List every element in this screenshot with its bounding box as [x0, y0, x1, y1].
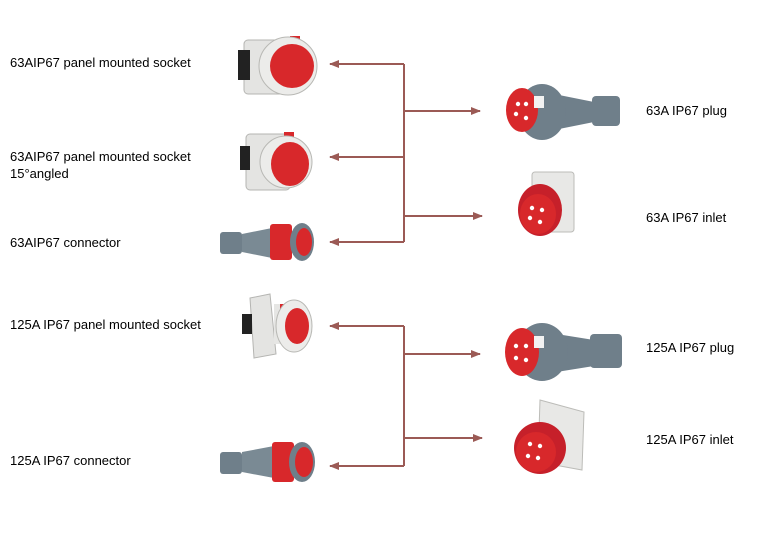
label-63a-angled-socket: 63AIP67 panel mounted socket 15°angled — [10, 148, 191, 182]
label-125a-panel-socket: 125A IP67 panel mounted socket — [10, 317, 201, 332]
panel-socket-icon — [238, 36, 318, 96]
label-125a-inlet: 125A IP67 inlet — [646, 432, 734, 447]
label-63a-inlet: 63A IP67 inlet — [646, 210, 727, 225]
connector-icon — [220, 223, 314, 261]
label-125a-plug: 125A IP67 plug — [646, 340, 735, 355]
arrow-tree-63a — [329, 60, 483, 246]
arrow-tree-125a — [329, 322, 483, 470]
connector-icon — [220, 442, 315, 482]
plug-icon — [505, 323, 622, 381]
plug-icon — [506, 84, 620, 140]
label-125a-connector: 125A IP67 connector — [10, 453, 131, 468]
panel-socket-icon — [242, 293, 313, 359]
inlet-icon — [518, 171, 575, 236]
label-line-2: 15°angled — [10, 166, 69, 181]
label-63a-plug: 63A IP67 plug — [646, 103, 727, 118]
label-63a-panel-socket: 63AIP67 panel mounted socket — [10, 55, 191, 70]
label-line-1: 63AIP67 panel mounted socket — [10, 149, 191, 164]
angled-panel-socket-icon — [240, 132, 313, 191]
label-63a-connector: 63AIP67 connector — [10, 235, 121, 250]
inlet-icon — [514, 399, 585, 474]
